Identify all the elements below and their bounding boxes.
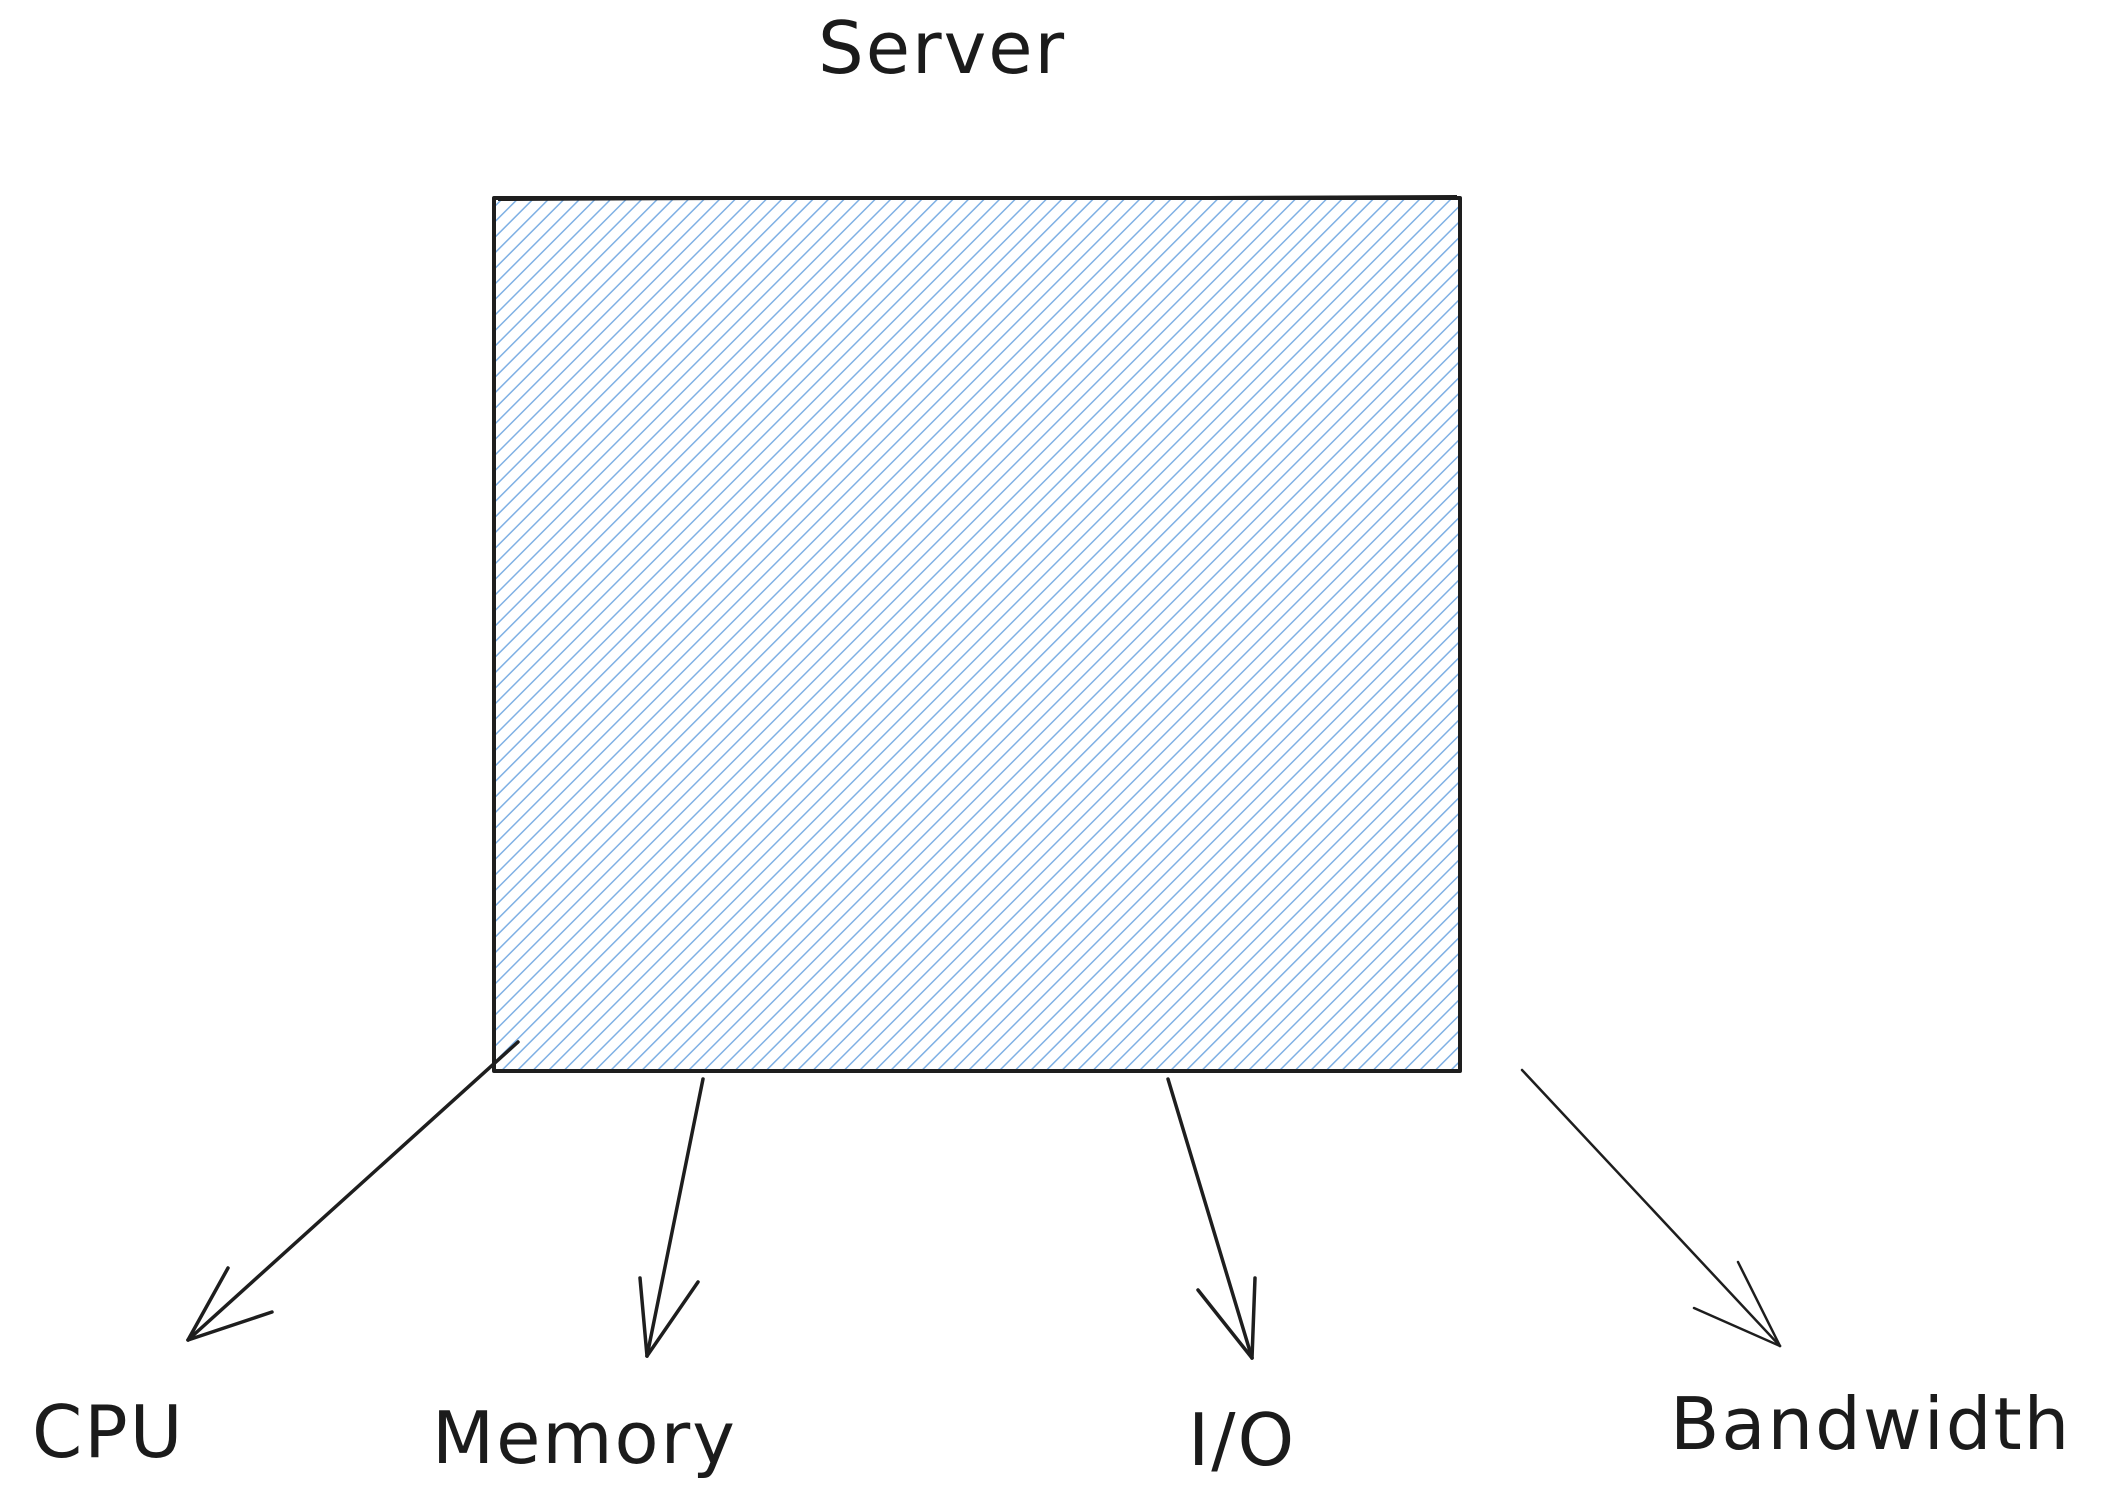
memory-arrow bbox=[638, 1077, 705, 1358]
resource-label-memory: Memory bbox=[432, 1396, 737, 1480]
resource-label-cpu: CPU bbox=[32, 1390, 185, 1474]
server-box bbox=[492, 195, 1462, 1073]
resource-label-bandwidth: Bandwidth bbox=[1670, 1382, 2072, 1466]
resource-label-io: I/O bbox=[1188, 1398, 1297, 1482]
cpu-arrow bbox=[186, 1040, 520, 1342]
server-title: Server bbox=[818, 6, 1067, 90]
io-arrow bbox=[1166, 1077, 1257, 1360]
bandwidth-arrow bbox=[1520, 1068, 1782, 1348]
